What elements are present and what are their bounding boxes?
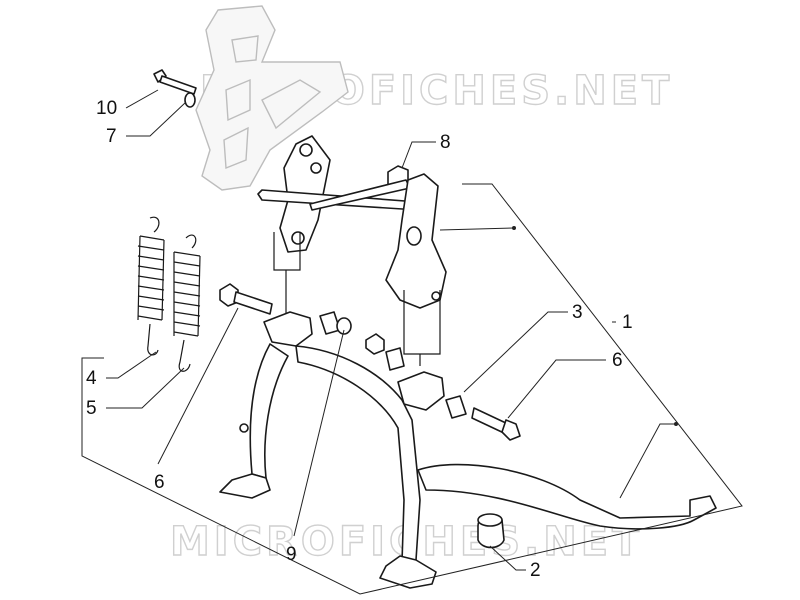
explode-guides [273, 232, 441, 366]
callout-1: 1 [622, 312, 633, 333]
assembly-bracket [81, 183, 743, 595]
bolt-10 [153, 69, 197, 95]
bolt-6-right [471, 407, 521, 441]
callout-10: 10 [96, 98, 117, 119]
bush-9 [319, 311, 467, 419]
main-stand [219, 311, 717, 589]
spring-5 [173, 234, 201, 372]
callout-5: 5 [86, 398, 97, 419]
callout-6-right: 6 [612, 350, 623, 371]
callout-8: 8 [440, 132, 451, 153]
callout-7: 7 [106, 126, 117, 147]
callout-9: 9 [286, 544, 297, 565]
callout-3: 3 [572, 302, 583, 323]
callout-4: 4 [86, 368, 97, 389]
rubber-buffer-2 [477, 513, 505, 549]
leader-lines [106, 89, 678, 571]
frame-bracket [195, 5, 349, 191]
pivot-plate-right [385, 173, 447, 309]
washer-7 [184, 92, 196, 108]
bolt-6-left [219, 283, 273, 315]
callout-2: 2 [530, 560, 541, 581]
callout-6-left: 6 [154, 472, 165, 493]
cross-rod [257, 179, 419, 211]
spring-4 [137, 216, 165, 356]
